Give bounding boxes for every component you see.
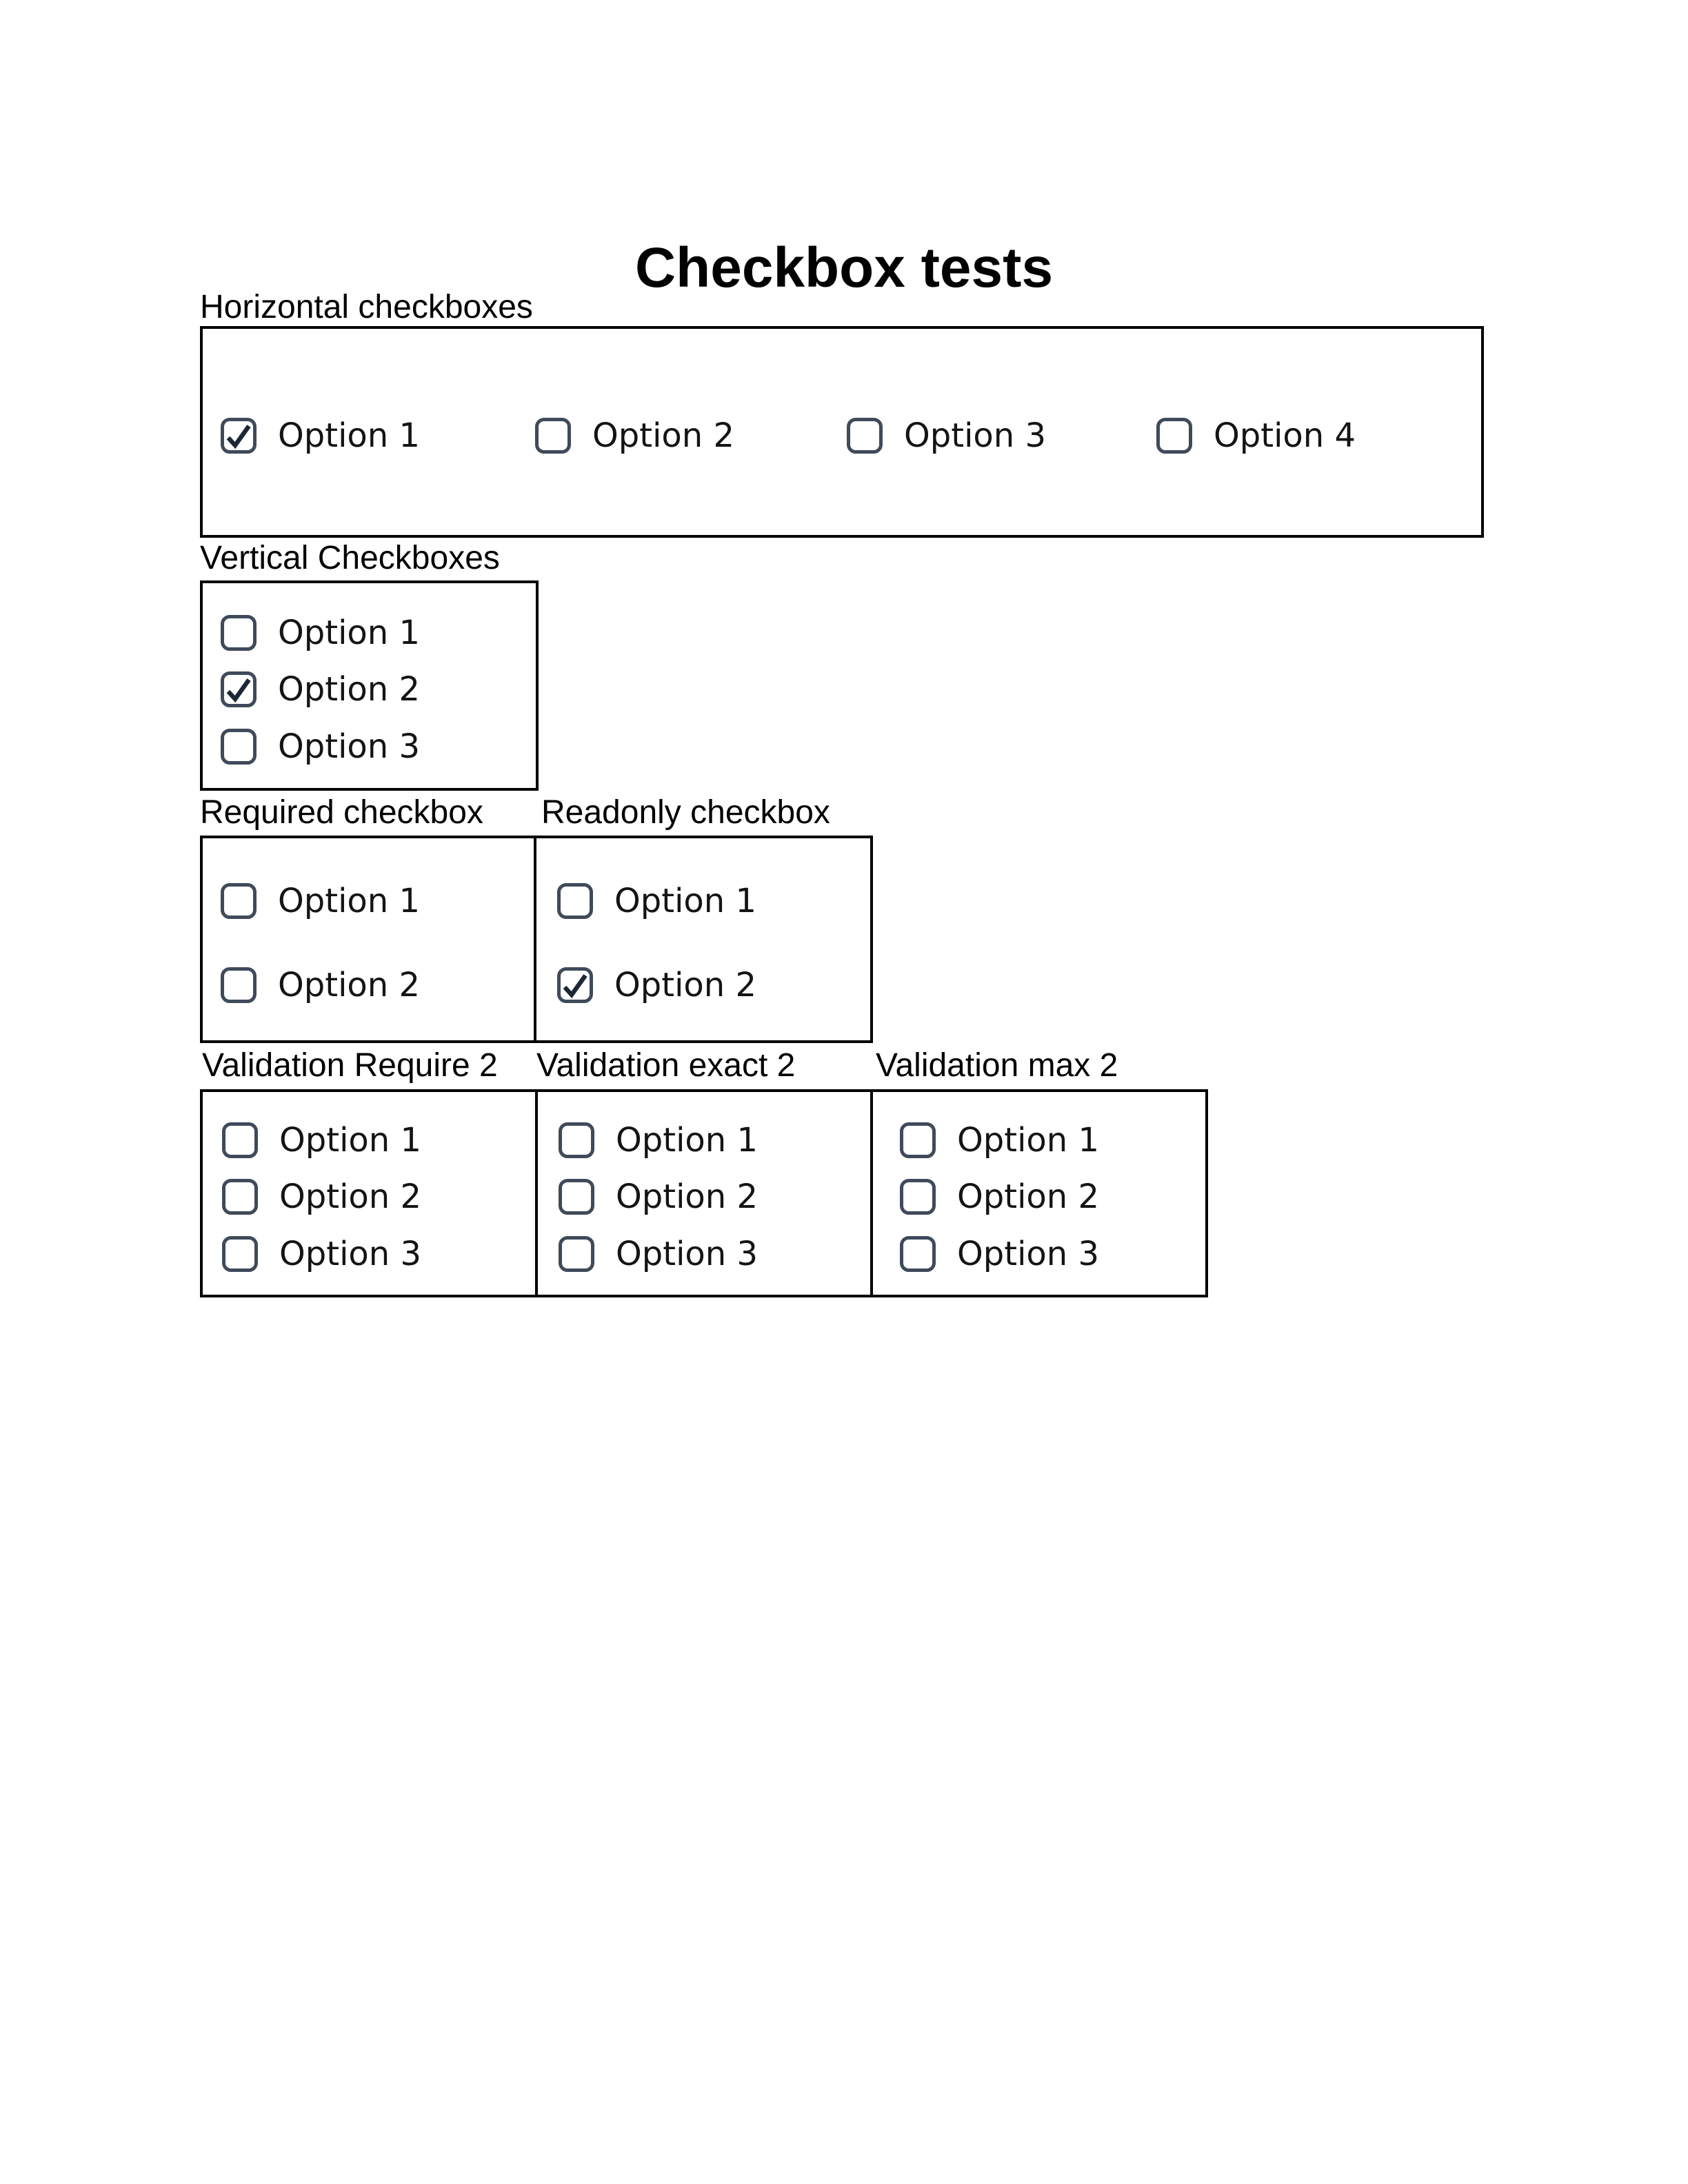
required-checkbox-box	[200, 836, 536, 1043]
checkbox-label[interactable]: Option 1	[279, 1121, 421, 1160]
checkbox[interactable]	[221, 883, 257, 919]
checkbox-label[interactable]: Option 3	[616, 1235, 758, 1273]
checkbox[interactable]	[221, 418, 257, 454]
checkbox[interactable]	[1156, 418, 1192, 454]
checkbox-label[interactable]: Option 2	[278, 670, 420, 709]
checkbox-option[interactable]: Option 2	[221, 967, 420, 1003]
group-label-validation-exact-2: Validation exact 2	[536, 1047, 796, 1084]
checkbox-label[interactable]: Option 1	[957, 1121, 1099, 1160]
checkbox[interactable]	[559, 1122, 594, 1158]
checkbox-label[interactable]: Option 2	[278, 966, 420, 1004]
checkbox[interactable]	[222, 1122, 258, 1158]
checkbox-label[interactable]: Option 2	[616, 1177, 758, 1216]
checkbox-option[interactable]: Option 1	[559, 1122, 758, 1158]
checkbox-label[interactable]: Option 3	[278, 727, 420, 766]
checkbox[interactable]	[221, 967, 257, 1003]
checkbox-label[interactable]: Option 2	[957, 1177, 1099, 1216]
checkbox[interactable]	[222, 1236, 258, 1272]
checkbox-option[interactable]: Option 3	[221, 729, 420, 765]
checkbox-option[interactable]: Option 1	[557, 883, 756, 919]
checkbox[interactable]	[559, 1236, 594, 1272]
checkbox-label[interactable]: Option 1	[278, 882, 420, 920]
readonly-checkbox-box	[534, 836, 873, 1043]
checkbox[interactable]	[900, 1236, 936, 1272]
checkbox-option[interactable]: Option 2	[535, 418, 734, 454]
checkbox-label[interactable]: Option 1	[278, 614, 420, 652]
validation-max-2-box	[870, 1089, 1208, 1297]
checkbox[interactable]	[221, 615, 257, 651]
checkbox[interactable]	[900, 1122, 936, 1158]
group-label-horizontal-checkboxes: Horizontal checkboxes	[200, 289, 533, 325]
group-label-validation-require-2: Validation Require 2	[202, 1047, 498, 1084]
checkbox-label[interactable]: Option 1	[614, 882, 756, 920]
checkbox[interactable]	[221, 671, 257, 707]
checkbox-option[interactable]: Option 3	[559, 1236, 758, 1272]
checkbox-label[interactable]: Option 3	[957, 1235, 1099, 1273]
checkbox-label[interactable]: Option 3	[279, 1235, 421, 1273]
checkbox-option[interactable]: Option 1	[221, 883, 420, 919]
group-label-vertical-checkboxes: Vertical Checkboxes	[200, 540, 500, 576]
checkbox[interactable]	[557, 967, 593, 1003]
checkbox-label[interactable]: Option 1	[278, 416, 420, 455]
checkbox-option[interactable]: Option 3	[847, 418, 1046, 454]
horizontal-checkboxes-box	[200, 326, 1484, 538]
checkbox-option[interactable]: Option 1	[221, 615, 420, 651]
checkbox[interactable]	[221, 729, 257, 765]
checkbox[interactable]	[222, 1179, 258, 1215]
group-label-validation-max-2: Validation max 2	[876, 1047, 1118, 1084]
page-title: Checkbox tests	[634, 236, 1054, 299]
checkbox-option[interactable]: Option 2	[559, 1179, 758, 1215]
checkbox-option[interactable]: Option 2	[557, 967, 756, 1003]
checkbox-label[interactable]: Option 2	[279, 1177, 421, 1216]
check-icon	[563, 974, 587, 999]
vertical-checkboxes-box	[200, 580, 539, 791]
checkbox-option[interactable]: Option 2	[222, 1179, 421, 1215]
checkbox-option[interactable]: Option 3	[900, 1236, 1099, 1272]
checkbox-option[interactable]: Option 3	[222, 1236, 421, 1272]
check-icon	[226, 678, 251, 703]
group-label-required-checkbox: Required checkbox	[200, 794, 483, 831]
checkbox[interactable]	[900, 1179, 936, 1215]
checkbox-label[interactable]: Option 2	[614, 966, 756, 1004]
checkbox-label[interactable]: Option 1	[616, 1121, 758, 1160]
group-label-readonly-checkbox: Readonly checkbox	[541, 794, 830, 831]
checkbox-label[interactable]: Option 4	[1214, 416, 1356, 455]
checkbox-label[interactable]: Option 2	[592, 416, 734, 455]
checkbox-option[interactable]: Option 4	[1156, 418, 1356, 454]
checkbox[interactable]	[847, 418, 883, 454]
checkbox-label[interactable]: Option 3	[904, 416, 1046, 455]
checkbox-option[interactable]: Option 1	[221, 418, 420, 454]
checkbox[interactable]	[559, 1179, 594, 1215]
checkbox-option[interactable]: Option 1	[900, 1122, 1099, 1158]
checkbox-option[interactable]: Option 1	[222, 1122, 421, 1158]
checkbox[interactable]	[557, 883, 593, 919]
checkbox-option[interactable]: Option 2	[900, 1179, 1099, 1215]
checkbox-option[interactable]: Option 2	[221, 671, 420, 707]
checkbox[interactable]	[535, 418, 571, 454]
check-icon	[226, 425, 251, 449]
